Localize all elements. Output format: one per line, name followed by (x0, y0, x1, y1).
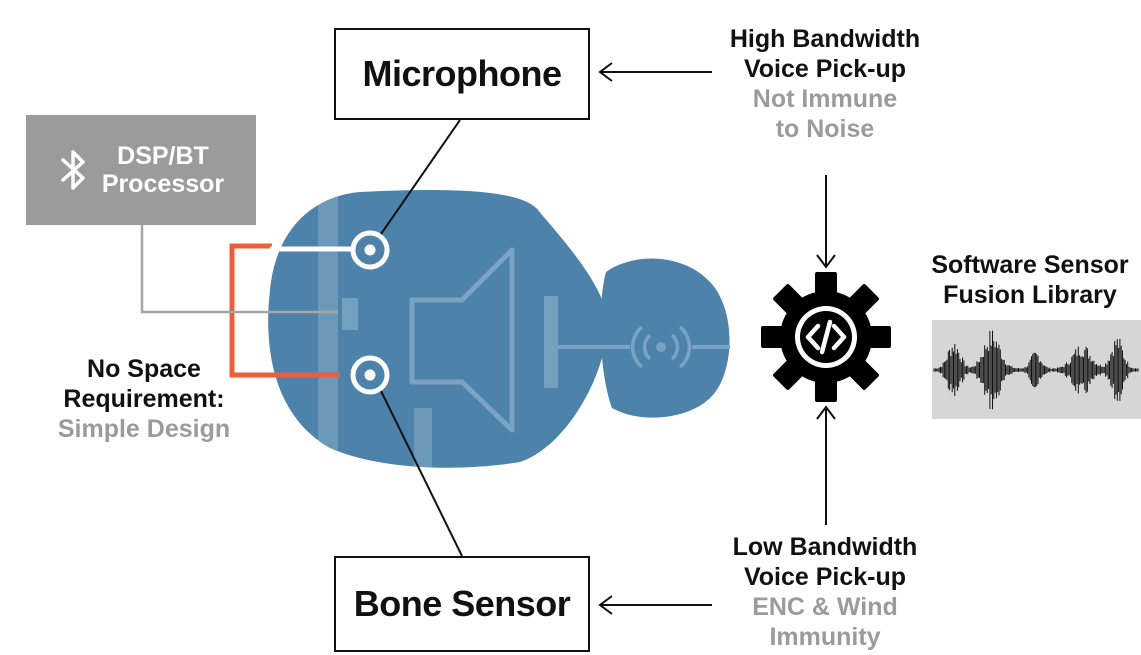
dsp-label-line1: DSP/BT (117, 142, 209, 170)
orange-bracket (229, 243, 340, 378)
software-annotation: Software Sensor Fusion Library (900, 250, 1141, 310)
bone-sensor-box: Bone Sensor (334, 556, 590, 652)
mic-leader-line (380, 119, 461, 235)
code-gear-icon (761, 272, 891, 402)
no-space-subtitle: Requirement: (63, 385, 225, 413)
microphone-box: Microphone (334, 28, 590, 120)
signal-path (558, 325, 730, 369)
software-subtitle: Fusion Library (943, 281, 1117, 309)
arrow-to-bone-sensor (598, 595, 712, 615)
low-bandwidth-note-line1: ENC & Wind (752, 593, 898, 621)
waveform-panel (932, 320, 1141, 419)
dsp-connector (140, 225, 338, 314)
low-bandwidth-subtitle: Voice Pick-up (743, 563, 907, 591)
arrow-to-microphone (598, 62, 712, 82)
high-bandwidth-title: High Bandwidth (729, 25, 921, 53)
software-title: Software Sensor (931, 251, 1129, 279)
no-space-title: No Space (87, 355, 201, 383)
low-bandwidth-title: Low Bandwidth (732, 533, 918, 561)
arrow-down-to-gear (816, 175, 836, 269)
low-bandwidth-annotation: Low Bandwidth Voice Pick-up ENC & Wind I… (690, 532, 960, 652)
dsp-label-line2: Processor (101, 170, 225, 198)
bone-leader-line (380, 390, 463, 557)
no-space-annotation: No Space Requirement: Simple Design (24, 354, 264, 444)
dsp-processor-box: DSP/BT Processor (26, 115, 256, 225)
high-bandwidth-note-line2: to Noise (775, 115, 875, 143)
ear-tip (600, 258, 730, 418)
microphone-label: Microphone (362, 53, 563, 94)
earbud-body (268, 189, 608, 468)
microphone-sensor (350, 230, 390, 270)
bone-sensor-label: Bone Sensor (353, 583, 571, 624)
high-bandwidth-note-line1: Not Immune (752, 85, 898, 113)
waveform-icon (933, 330, 1139, 410)
arrow-up-to-gear (816, 405, 836, 525)
bluetooth-icon (61, 150, 85, 190)
no-space-note: Simple Design (57, 415, 231, 443)
high-bandwidth-subtitle: Voice Pick-up (743, 55, 907, 83)
bone-sensor-node (350, 355, 390, 395)
dsp-label: DSP/BT Processor (102, 142, 224, 198)
high-bandwidth-annotation: High Bandwidth Voice Pick-up Not Immune … (690, 24, 960, 144)
low-bandwidth-note-line2: Immunity (769, 623, 881, 651)
